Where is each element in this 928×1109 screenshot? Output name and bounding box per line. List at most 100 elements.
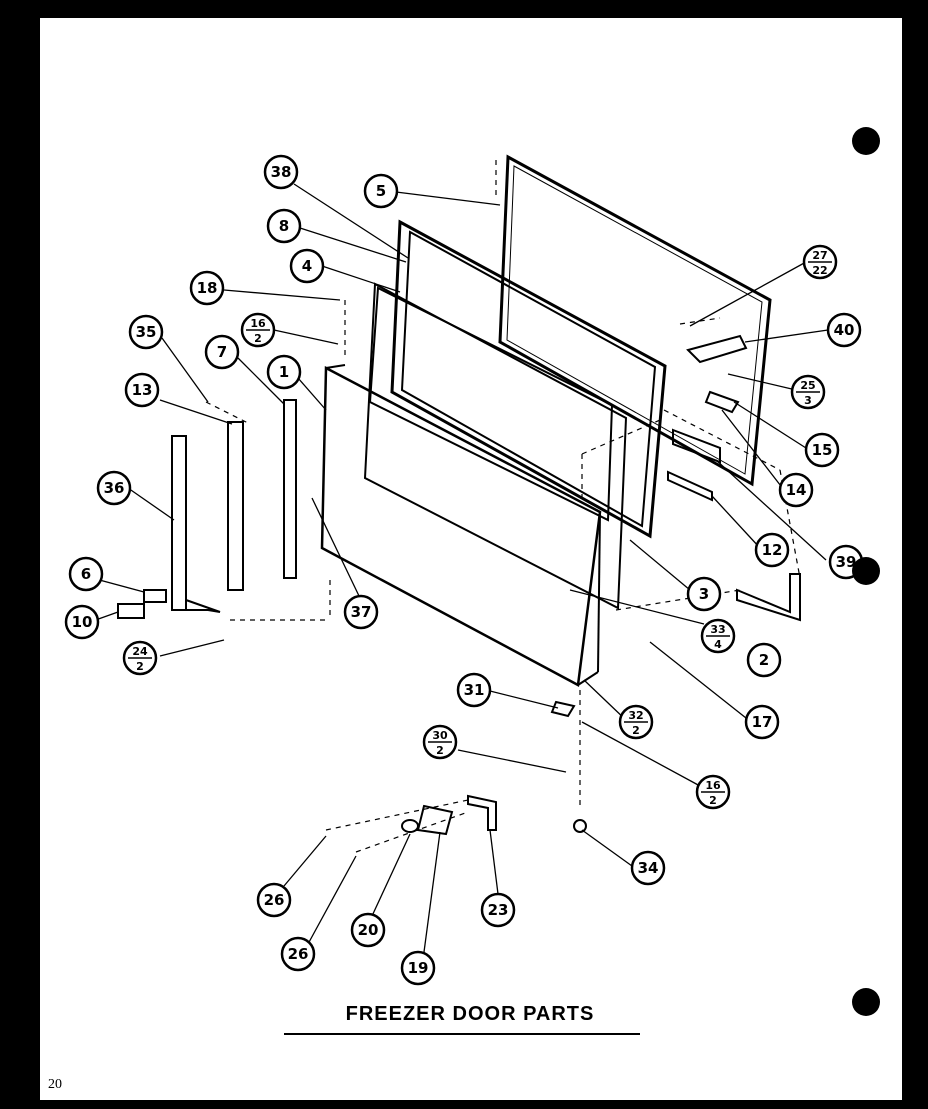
fraction-callout-30-2: 302 [422, 724, 458, 760]
handle-trim-13 [227, 421, 244, 591]
fraction-top: 32 [628, 709, 643, 722]
fraction-top: 24 [132, 645, 148, 658]
part-34 [573, 819, 587, 833]
callout-37: 37 [343, 594, 379, 630]
callout-label: 37 [351, 603, 372, 621]
rail-39 [672, 428, 721, 464]
callout-40: 40 [826, 312, 862, 348]
callout-3: 3 [686, 576, 722, 612]
callout-label: 39 [836, 553, 857, 571]
fraction-callout-32-2: 322 [618, 704, 654, 740]
door-liner [498, 154, 772, 487]
fraction-top: 27 [812, 249, 827, 262]
callout-label: 6 [81, 565, 91, 583]
callout-label: 38 [271, 163, 292, 181]
callout-31: 31 [456, 672, 492, 708]
callout-label: 10 [72, 613, 93, 631]
fraction-callout-16-2-bottom: 162 [695, 774, 731, 810]
callout-label: 40 [834, 321, 855, 339]
callout-19: 19 [400, 950, 436, 986]
callout-label: 23 [488, 901, 509, 919]
part-31 [550, 700, 576, 718]
callout-label: 12 [762, 541, 783, 559]
callout-label: 15 [812, 441, 833, 459]
callout-label: 13 [132, 381, 153, 399]
callout-38: 38 [263, 154, 299, 190]
fraction-callout-33-4: 334 [700, 618, 736, 654]
callout-label: 3 [699, 585, 709, 603]
fraction-bottom: 2 [254, 332, 262, 345]
fraction-bottom: 2 [632, 724, 640, 737]
callout-label: 19 [408, 959, 429, 977]
fraction-top: 16 [250, 317, 266, 330]
callout-4: 4 [289, 248, 325, 284]
callout-26b: 26 [280, 936, 316, 972]
fraction-bottom: 22 [812, 264, 827, 277]
callout-label: 4 [302, 257, 312, 275]
handle-trim-36 [171, 435, 187, 611]
callout-label: 20 [358, 921, 379, 939]
callout-10: 10 [64, 604, 100, 640]
callout-34: 34 [630, 850, 666, 886]
breaker-panel [368, 286, 614, 522]
part-40 [686, 334, 748, 364]
part-6 [143, 589, 167, 603]
part-15 [704, 390, 740, 414]
page-number: 20 [48, 1077, 62, 1092]
hinge-19 [416, 804, 454, 836]
hinge-23 [467, 794, 497, 831]
registration-dot [852, 988, 880, 1016]
callout-label: 31 [464, 681, 485, 699]
fraction-bottom: 4 [714, 638, 722, 651]
fraction-callout-16-2-top: 162 [240, 312, 276, 348]
callout-label: 1 [279, 363, 289, 381]
rail-12 [667, 470, 713, 502]
callout-6: 6 [68, 556, 104, 592]
fraction-bottom: 3 [804, 394, 812, 407]
callout-5: 5 [363, 173, 399, 209]
callout-18: 18 [189, 270, 225, 306]
part-10 [117, 603, 145, 619]
callout-23: 23 [480, 892, 516, 928]
callout-label: 7 [217, 343, 227, 361]
callout-17: 17 [744, 704, 780, 740]
callout-label: 34 [638, 859, 659, 877]
registration-dot [852, 557, 880, 585]
callout-label: 2 [759, 651, 769, 669]
callout-label: 26 [288, 945, 309, 963]
fraction-top: 16 [705, 779, 721, 792]
callout-13: 13 [124, 372, 160, 408]
callout-15: 15 [804, 432, 840, 468]
handle-trim-7 [283, 399, 297, 579]
callout-label: 36 [104, 479, 125, 497]
callout-36: 36 [96, 470, 132, 506]
fraction-top: 25 [800, 379, 815, 392]
callout-2: 2 [746, 642, 782, 678]
callout-label: 35 [136, 323, 157, 341]
callout-7: 7 [204, 334, 240, 370]
fraction-bottom: 2 [709, 794, 717, 807]
diagram-title: FREEZER DOOR PARTS [346, 1003, 595, 1025]
callout-label: 18 [197, 279, 218, 297]
callout-1: 1 [266, 354, 302, 390]
callout-12: 12 [754, 532, 790, 568]
door-gasket [390, 219, 667, 539]
callout-8: 8 [266, 208, 302, 244]
registration-dot [852, 127, 880, 155]
callout-35: 35 [128, 314, 164, 350]
callout-label: 5 [376, 182, 386, 200]
callout-20: 20 [350, 912, 386, 948]
hinge-bracket-2 [736, 573, 801, 622]
fraction-callout-24-2: 242 [122, 640, 158, 676]
exploded-view-diagram: 1234567810121314151718192023262631343536… [48, 127, 880, 1092]
fraction-bottom: 2 [136, 660, 144, 673]
callout-26a: 26 [256, 882, 292, 918]
callout-label: 26 [264, 891, 285, 909]
callout-14: 14 [778, 472, 814, 508]
inner-door-panel [363, 282, 628, 610]
callout-label: 17 [752, 713, 773, 731]
fraction-bottom: 2 [436, 744, 444, 757]
fraction-callout-25-3: 253 [790, 374, 826, 410]
